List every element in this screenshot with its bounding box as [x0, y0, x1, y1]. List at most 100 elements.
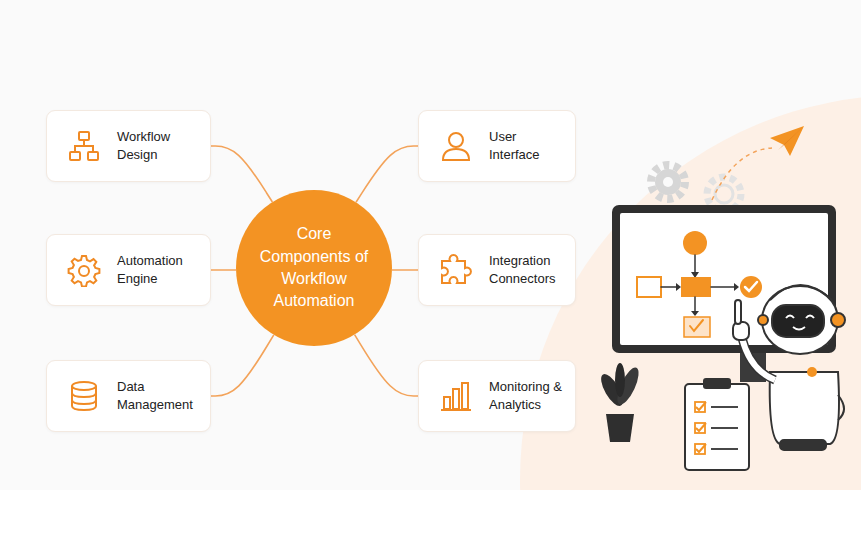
gear-icons: [651, 165, 741, 211]
robot: [770, 285, 832, 300]
background-blob: [0, 95, 861, 544]
component-box: Workflow Design: [46, 110, 211, 182]
component-icon: [70, 152, 80, 160]
clipboard: [695, 423, 705, 433]
component-label: Workflow Design: [117, 128, 198, 164]
robot: [831, 313, 845, 327]
component-box: Automation Engine: [46, 234, 211, 306]
clipboard: [703, 378, 731, 389]
screen-flowchart: [691, 311, 699, 316]
clipboard: [696, 444, 706, 452]
component-icon: [72, 382, 96, 390]
gear-icons: [715, 185, 733, 203]
gear-icons: [663, 177, 673, 187]
screen-flowchart: [694, 297, 696, 313]
screen-flowchart: [684, 317, 710, 337]
component-icon: [439, 379, 473, 413]
clipboard: [711, 448, 738, 450]
clipboard: [711, 407, 738, 449]
component-label: Data Management: [117, 378, 198, 414]
component-icon: [72, 386, 96, 410]
clipboard: [711, 406, 738, 408]
monitor: [612, 205, 836, 353]
clipboard: [685, 378, 749, 470]
component-icon: [449, 133, 463, 147]
component-icon: [79, 266, 89, 276]
component-icon: [88, 152, 98, 160]
background-blob: [0, 490, 861, 544]
component-icon: [444, 397, 450, 409]
screen-flowchart: [745, 282, 757, 291]
connector-line: [211, 146, 272, 202]
screen-flowchart: [690, 320, 703, 331]
plant: [615, 363, 625, 397]
connector-line: [211, 335, 274, 396]
screen-flowchart: [740, 276, 762, 298]
screen-flowchart: [681, 277, 711, 297]
center-title: Core Components of Workflow Automation: [252, 223, 376, 313]
paper-plane: [770, 126, 804, 156]
clipboard: [685, 384, 749, 470]
robot: [807, 367, 817, 377]
robot: [780, 440, 826, 450]
screen-flowchart: [711, 286, 736, 288]
clipboard: [695, 444, 705, 454]
component-icon: [443, 149, 469, 160]
component-icon: [75, 140, 93, 152]
component-icon: [439, 129, 473, 163]
clipboard: [695, 402, 705, 412]
connector-line: [211, 269, 236, 271]
component-icon: [441, 409, 471, 411]
gear-icons: [651, 165, 685, 199]
component-label: Integration Connectors: [489, 252, 563, 288]
component-label: Automation Engine: [117, 252, 198, 288]
robot: [735, 300, 741, 324]
robot: [733, 322, 749, 340]
paper-plane: [712, 148, 772, 200]
screen-flowchart: [734, 283, 739, 291]
clipboard: [696, 402, 706, 410]
component-icon: [67, 129, 101, 163]
robot: [772, 305, 824, 337]
monitor: [620, 213, 828, 345]
connector-line: [356, 146, 418, 202]
component-box: Integration Connectors: [418, 234, 576, 306]
paper-plane: [778, 126, 804, 150]
gear-icons: [655, 169, 681, 195]
component-icon: [462, 383, 468, 409]
clipboard: [696, 402, 706, 452]
robot: [793, 327, 805, 330]
robot: [742, 338, 775, 380]
component-label: Monitoring & Analytics: [489, 378, 563, 414]
component-icon: [439, 253, 473, 287]
robot: [742, 338, 775, 380]
paper-plane: [712, 126, 804, 200]
component-label: User Interface: [489, 128, 563, 164]
center-circle: Core Components of Workflow Automation: [236, 190, 392, 346]
component-box: Data Management: [46, 360, 211, 432]
component-icon: [67, 379, 101, 413]
component-box: User Interface: [418, 110, 576, 182]
robot: [770, 372, 839, 444]
component-box: Monitoring & Analytics: [418, 360, 576, 432]
clipboard: [696, 423, 706, 431]
screen-flowchart: [676, 283, 681, 291]
screen-flowchart: [661, 286, 678, 288]
plant: [597, 363, 643, 442]
clipboard: [711, 427, 738, 429]
component-icon: [442, 255, 471, 283]
connector-line: [355, 335, 418, 396]
screen-flowchart: [683, 231, 707, 255]
robot: [758, 315, 768, 325]
screen-flowchart: [637, 277, 661, 297]
connector-line: [392, 269, 418, 271]
component-icon: [69, 256, 100, 286]
robot: [786, 316, 814, 319]
robot: [762, 286, 838, 354]
clipboard: [695, 402, 705, 454]
component-icon: [453, 389, 459, 409]
component-icon: [67, 253, 101, 287]
plant: [606, 414, 634, 442]
component-icon: [79, 132, 89, 140]
